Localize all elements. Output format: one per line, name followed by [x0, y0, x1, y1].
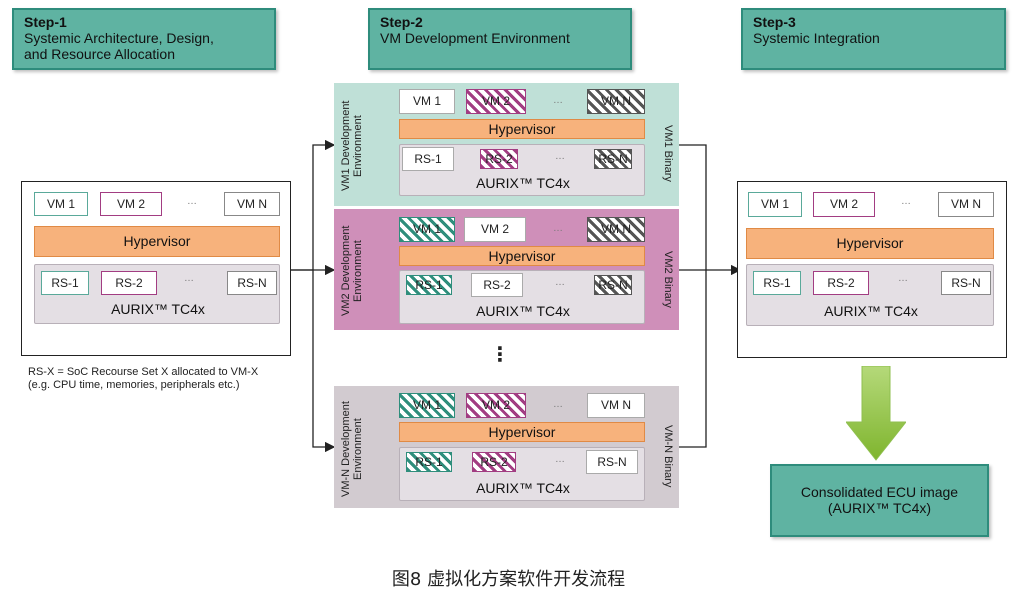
- aurix-chip-area: RS-1 RS-2 … RS-N AURIX™ TC4x: [399, 144, 645, 196]
- step1-text1: Systemic Architecture, Design,: [24, 30, 214, 46]
- env1-binary-label: VM1 Binary: [662, 124, 674, 182]
- rs-note-line2: (e.g. CPU time, memories, peripherals et…: [28, 379, 240, 391]
- step3-title: Step-3: [753, 14, 796, 30]
- rs1-box: RS-1: [753, 271, 801, 295]
- ellipsis: …: [553, 399, 563, 410]
- rs1-box: RS-1: [41, 271, 89, 295]
- vm1-hatched-box: VM 1: [399, 393, 455, 418]
- rs1-hatched-box: RS-1: [406, 452, 452, 472]
- ellipsis: …: [187, 196, 197, 207]
- step1-title: Step-1: [24, 14, 67, 30]
- vmn-hatched-box: VM N: [587, 89, 645, 114]
- step1-architecture-box: VM 1 VM 2 … VM N Hypervisor RS-1 RS-2 … …: [21, 181, 291, 356]
- vmn-hatched-box: VM N: [587, 217, 645, 242]
- rsn-hatched-box: RS-N: [594, 275, 632, 295]
- rsn-box: RS-N: [586, 450, 638, 474]
- step3-header: Step-3 Systemic Integration: [741, 8, 1006, 70]
- envn-binary-label: VM-N Binary: [662, 424, 674, 488]
- rsn-box: RS-N: [941, 271, 991, 295]
- hypervisor-bar: Hypervisor: [399, 246, 645, 266]
- step3-text1: Systemic Integration: [753, 30, 880, 46]
- rs2-box: RS-2: [813, 271, 869, 295]
- hypervisor-bar: Hypervisor: [399, 119, 645, 139]
- step2-title: Step-2: [380, 14, 423, 30]
- vm1-box: VM 1: [399, 89, 455, 114]
- ellipsis: …: [555, 151, 565, 162]
- step1-header: Step-1 Systemic Architecture, Design, an…: [12, 8, 276, 70]
- vm2-hatched-box: VM 2: [466, 393, 526, 418]
- aurix-chip-area: RS-1 RS-2 … RS-N AURIX™ TC4x: [399, 270, 645, 324]
- rs2-hatched-box: RS-2: [472, 452, 516, 472]
- rsn-box: RS-N: [227, 271, 277, 295]
- vm1-hatched-box: VM 1: [399, 217, 455, 242]
- step3-integration-box: VM 1 VM 2 … VM N Hypervisor RS-1 RS-2 … …: [737, 181, 1007, 358]
- connector-env1-to-right: [679, 144, 707, 270]
- aurix-chip-area: RS-1 RS-2 … RS-N AURIX™ TC4x: [34, 264, 280, 324]
- aurix-label: AURIX™ TC4x: [476, 480, 570, 496]
- figure-caption: 图8 虚拟化方案软件开发流程: [391, 569, 626, 590]
- aurix-label: AURIX™ TC4x: [111, 301, 205, 317]
- aurix-label: AURIX™ TC4x: [824, 303, 918, 319]
- connector-left-to-env1: [291, 139, 336, 271]
- rs-note: RS-X = SoC Recourse Set X allocated to V…: [28, 366, 318, 392]
- rsn-hatched-box: RS-N: [594, 149, 632, 169]
- ellipsis: …: [553, 95, 563, 106]
- vm2-hatched-box: VM 2: [466, 89, 526, 114]
- ellipsis: …: [555, 454, 565, 465]
- connector-envn-to-right: [679, 270, 707, 448]
- rs1-hatched-box: RS-1: [406, 275, 452, 295]
- more-environments-ellipsis: ⋮: [490, 344, 510, 366]
- ellipsis: …: [555, 277, 565, 288]
- rs2-box: RS-2: [101, 271, 157, 295]
- vmn-box: VM N: [587, 393, 645, 418]
- vm2-box: VM 2: [100, 192, 162, 216]
- rs2-box: RS-2: [471, 273, 523, 297]
- aurix-chip-area: RS-1 RS-2 … RS-N AURIX™ TC4x: [746, 264, 994, 326]
- aurix-label: AURIX™ TC4x: [476, 303, 570, 319]
- down-arrow-icon: [846, 366, 906, 461]
- ellipsis: …: [901, 196, 911, 207]
- ecu-line2: (AURIX™ TC4x): [827, 500, 932, 516]
- step2-text1: VM Development Environment: [380, 30, 570, 46]
- vmn-box: VM N: [938, 192, 994, 217]
- ellipsis: …: [898, 273, 908, 284]
- connector-left-to-envn: [312, 270, 336, 453]
- vm2-box: VM 2: [813, 192, 875, 217]
- vm1-box: VM 1: [748, 192, 802, 217]
- env2-binary-label: VM2 Binary: [662, 250, 674, 308]
- rs-note-line1: RS-X = SoC Recourse Set X allocated to V…: [28, 366, 259, 378]
- vmn-box: VM N: [224, 192, 280, 216]
- step2-header: Step-2 VM Development Environment: [368, 8, 632, 70]
- ecu-image-box: Consolidated ECU image (AURIX™ TC4x): [770, 464, 989, 537]
- hypervisor-bar: Hypervisor: [34, 226, 280, 257]
- aurix-chip-area: RS-1 RS-2 … RS-N AURIX™ TC4x: [399, 447, 645, 501]
- ellipsis: …: [184, 273, 194, 284]
- step1-text2: and Resource Allocation: [24, 46, 175, 62]
- ecu-line1: Consolidated ECU image: [800, 484, 959, 500]
- hypervisor-bar: Hypervisor: [746, 228, 994, 259]
- rs2-hatched-box: RS-2: [480, 149, 518, 169]
- vm2-box: VM 2: [464, 217, 526, 242]
- rs1-box: RS-1: [402, 147, 454, 171]
- vm1-box: VM 1: [34, 192, 88, 216]
- ellipsis: …: [553, 223, 563, 234]
- aurix-label: AURIX™ TC4x: [476, 175, 570, 191]
- hypervisor-bar: Hypervisor: [399, 422, 645, 442]
